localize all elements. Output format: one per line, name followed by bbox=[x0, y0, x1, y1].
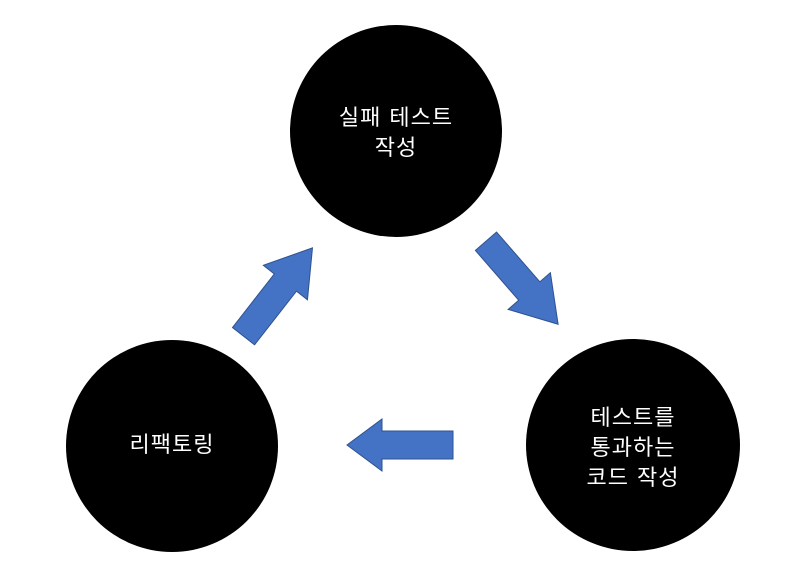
arrow-shape-test-to-code bbox=[474, 231, 559, 325]
node-write-failing-test: 실패 테스트 작성 bbox=[290, 25, 502, 237]
arrow-test-to-code bbox=[474, 231, 559, 325]
node-refactor: 리팩토링 bbox=[66, 340, 278, 552]
arrow-shape-code-to-refactor bbox=[346, 418, 454, 472]
node-label-refactor: 리팩토링 bbox=[129, 433, 215, 458]
node-write-passing-code: 테스트를 통과하는 코드 작성 bbox=[526, 339, 740, 551]
node-label-write-failing-test: 실패 테스트 작성 bbox=[338, 106, 454, 161]
arrow-code-to-refactor bbox=[346, 418, 454, 472]
node-label-write-passing-code: 테스트를 통과하는 코드 작성 bbox=[586, 406, 680, 491]
arrow-shape-refactor-to-test bbox=[231, 247, 314, 346]
arrow-refactor-to-test bbox=[231, 247, 314, 346]
